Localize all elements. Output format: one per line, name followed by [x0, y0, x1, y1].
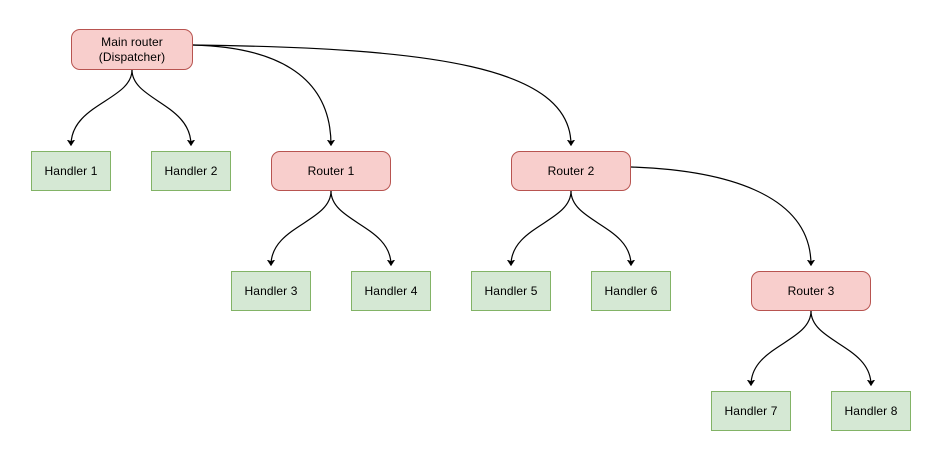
- node-label-handler-7: Handler 7: [724, 403, 778, 418]
- node-label-handler-2: Handler 2: [164, 163, 218, 178]
- node-handler-4[interactable]: Handler 4: [351, 271, 431, 311]
- node-router-1[interactable]: Router 1: [271, 151, 391, 191]
- node-label-handler-6: Handler 6: [604, 283, 658, 298]
- edge-router-2-to-router-3: [630, 166, 811, 265]
- node-handler-6[interactable]: Handler 6: [591, 271, 671, 311]
- node-handler-1[interactable]: Handler 1: [31, 151, 111, 191]
- edge-main-router-to-router-2: [192, 44, 571, 145]
- node-label-handler-4: Handler 4: [364, 283, 418, 298]
- node-label-main-router: Main router (Dispatcher): [98, 34, 166, 64]
- node-router-2[interactable]: Router 2: [511, 151, 631, 191]
- node-router-3[interactable]: Router 3: [751, 271, 871, 311]
- edge-router-2-to-handler-6: [570, 190, 631, 265]
- node-handler-3[interactable]: Handler 3: [231, 271, 311, 311]
- edge-main-router-to-handler-1: [71, 69, 133, 145]
- edge-router-1-to-handler-4: [330, 190, 391, 265]
- node-label-handler-1: Handler 1: [44, 163, 98, 178]
- edge-main-router-to-handler-2: [131, 69, 191, 145]
- node-label-router-1: Router 1: [307, 163, 355, 178]
- node-label-handler-3: Handler 3: [244, 283, 298, 298]
- node-label-handler-5: Handler 5: [484, 283, 538, 298]
- edge-router-2-to-handler-5: [511, 190, 572, 265]
- edge-router-3-to-handler-7: [751, 310, 812, 385]
- edge-main-router-to-router-1: [192, 44, 331, 145]
- node-handler-7[interactable]: Handler 7: [711, 391, 791, 431]
- node-handler-5[interactable]: Handler 5: [471, 271, 551, 311]
- edges-group: [71, 44, 871, 385]
- node-handler-8[interactable]: Handler 8: [831, 391, 911, 431]
- edge-router-1-to-handler-3: [271, 190, 332, 265]
- node-handler-2[interactable]: Handler 2: [151, 151, 231, 191]
- node-label-router-2: Router 2: [547, 163, 595, 178]
- node-label-router-3: Router 3: [787, 283, 835, 298]
- edge-router-3-to-handler-8: [810, 310, 871, 385]
- node-main-router[interactable]: Main router (Dispatcher): [71, 29, 193, 70]
- node-label-handler-8: Handler 8: [844, 403, 898, 418]
